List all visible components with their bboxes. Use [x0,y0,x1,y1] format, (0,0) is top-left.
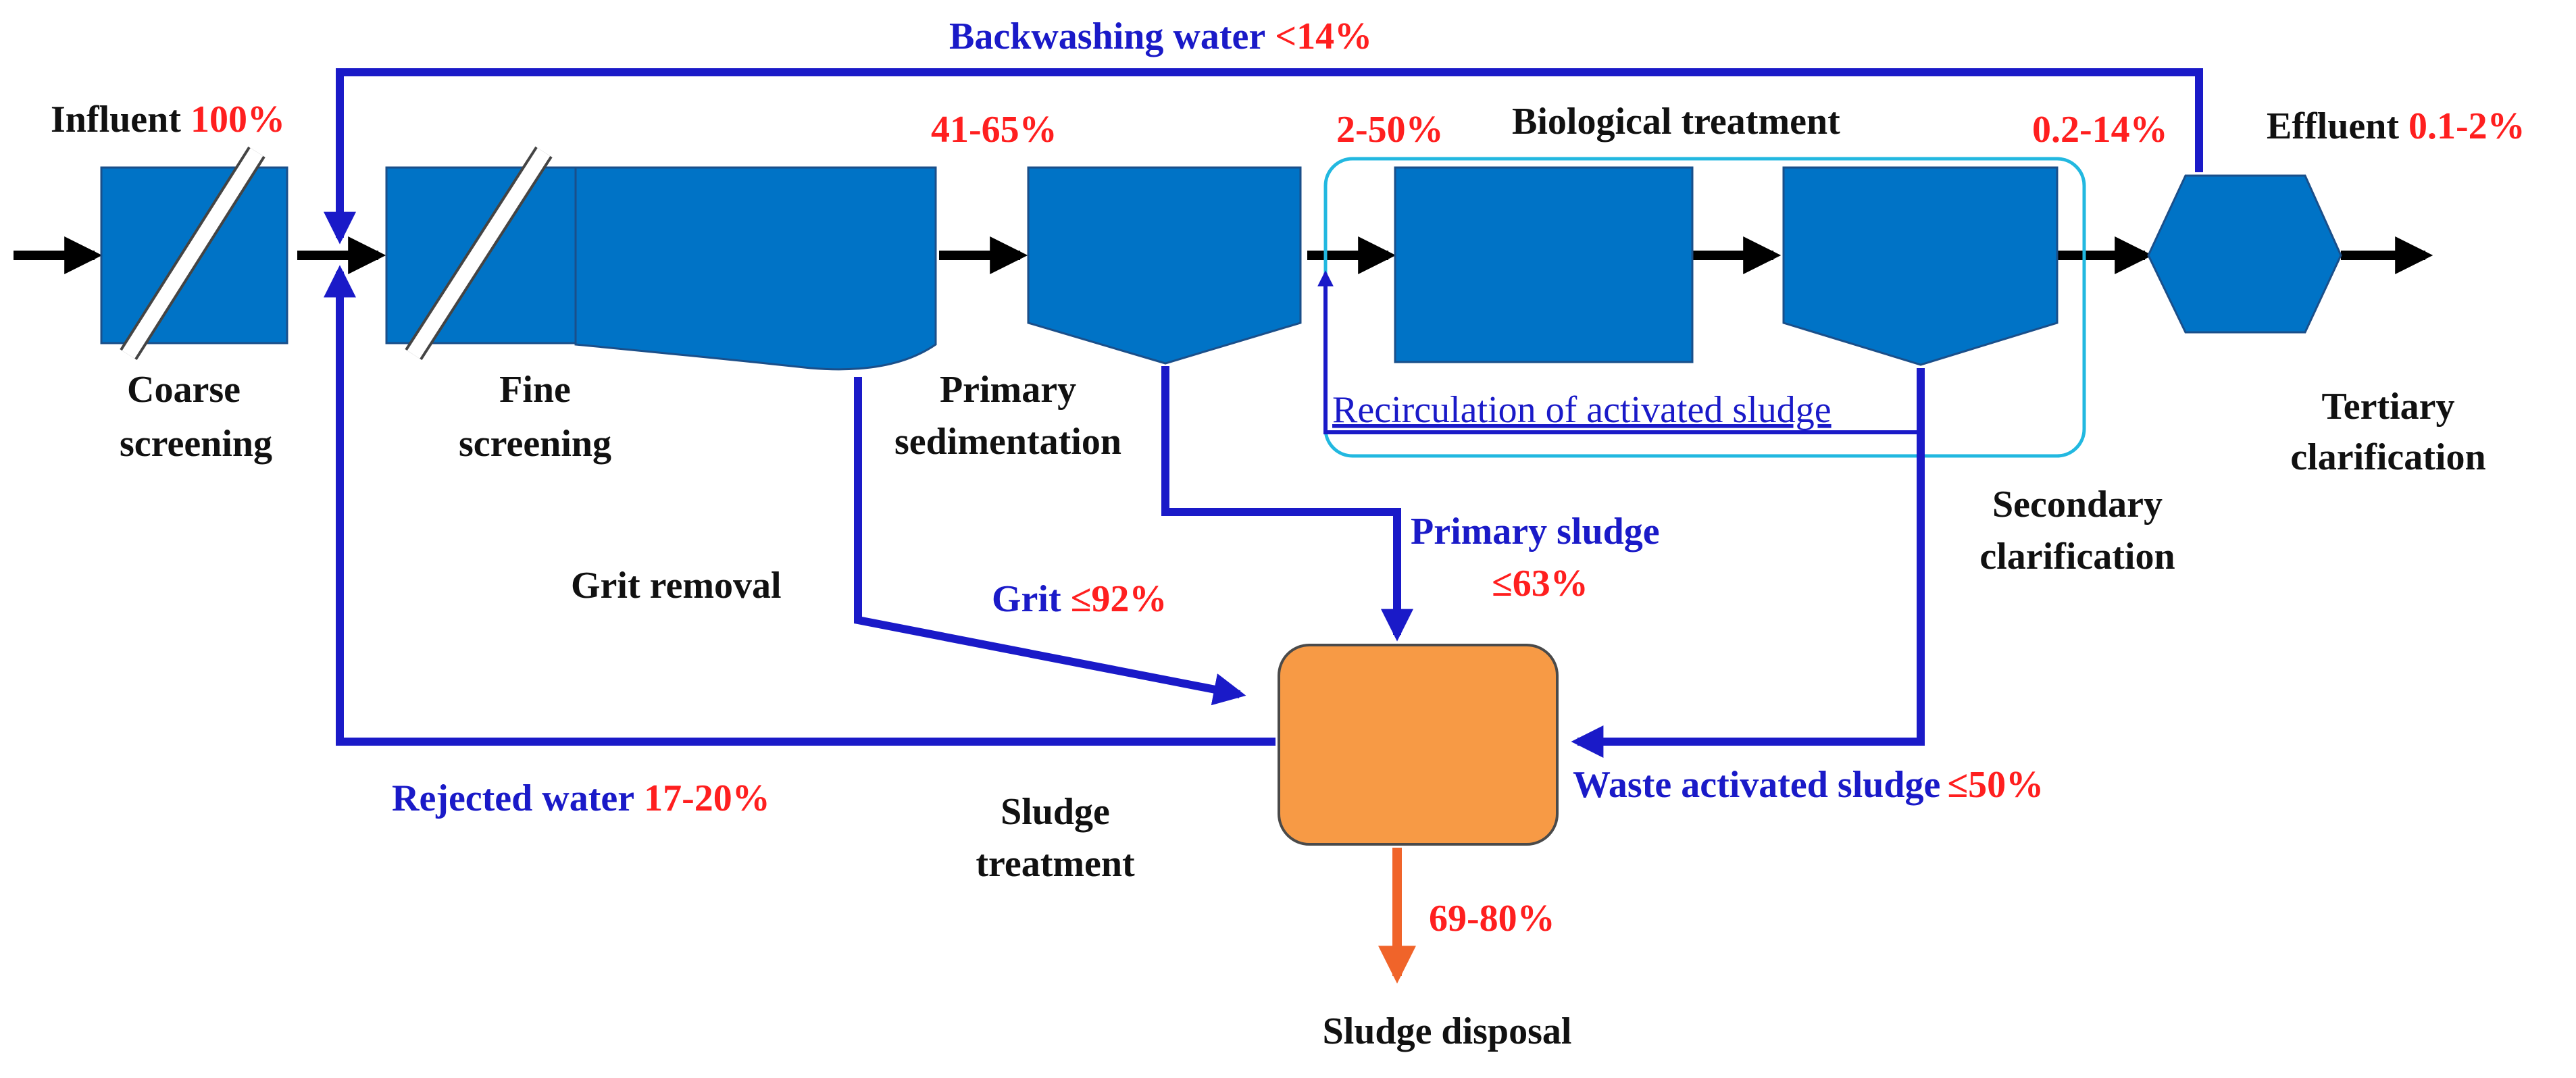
grit-removal-tank [574,166,937,371]
sludge-disposal-percent: 69-80% [1429,898,1555,940]
fine-screen-bar-inner [407,148,551,359]
primary-sludge-label: Primary sludge [1411,511,1660,553]
grit-removal-label: Grit removal [571,565,782,607]
biological-treatment-label: Biological treatment [1512,101,1840,143]
fine-screening-label-line1: Fine [499,369,571,411]
tertiary-clarifier [2147,174,2342,334]
secondary-clarifier [1782,166,2059,366]
backwashing-label: Backwashing water<14% [949,16,1372,57]
sludge-treatment-label-line1: Sludge [1001,791,1110,833]
fine-screening-label-line2: screening [459,423,611,465]
secondary-outflow-percent: 0.2-14% [2032,109,2168,151]
primary-sedimentation-label-line2: sedimentation [894,421,1121,463]
backwashing-water-line [324,68,2203,245]
primary-sludge-line [1161,366,1413,642]
sludge-disposal-label: Sludge disposal [1323,1010,1572,1052]
waste-activated-sludge-label: Waste activated sludge≤50% [1573,764,2044,806]
rejected-water-line [324,265,1276,746]
sludge-flow-lines [324,68,2203,758]
waste-activated-sludge-line [1571,368,1925,758]
secondary-clarification-label-line1: Secondary [1992,484,2163,525]
recirculation-label: Recirculation of activated sludge [1332,389,1832,431]
secondary-clarification-label-line2: clarification [1979,536,2175,578]
sludge-treatment-unit [1278,644,1559,846]
sludge-treatment-label-line2: treatment [976,843,1135,885]
coarse-screening-label-line2: screening [120,423,272,465]
grit-outflow-percent: 41-65% [931,109,1057,151]
coarse-screening-label-line1: Coarse [127,369,241,411]
recirculation-line [1317,270,1921,434]
primary-outflow-percent: 2-50% [1336,109,1444,151]
primary-sedimentation-label-line1: Primary [940,369,1076,411]
grit-line [854,377,1246,706]
primary-sludge-percent: ≤63% [1492,563,1588,605]
grit-label: Grit≤92% [992,578,1167,620]
tertiary-clarification-label-line1: Tertiary [2322,386,2455,428]
coarse-screen-bar-inner [122,148,263,359]
biological-reactor [1394,166,1694,363]
tertiary-clarification-label-line2: clarification [2290,436,2485,478]
primary-sedimentation-tank [1027,166,1302,365]
